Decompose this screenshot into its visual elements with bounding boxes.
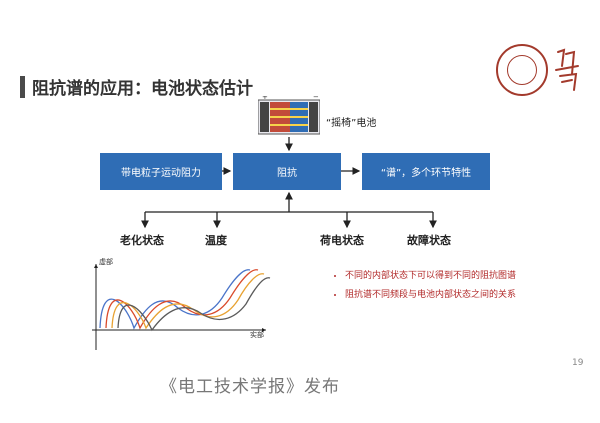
svg-text:−: − (313, 96, 319, 101)
plot-curve-gray (117, 277, 271, 332)
university-seal-logo (496, 44, 548, 96)
spectrum-box: “谱”，多个环节特性 (362, 153, 490, 190)
carrier-resistance-box: 带电粒子运动阻力 (100, 153, 222, 190)
source-caption: 《电工技术学报》发布 (160, 377, 340, 397)
title-accent-bar (20, 76, 25, 98)
battery-icon: + − (258, 96, 320, 135)
state-aging: 老化状态 (120, 234, 164, 247)
plot-ylabel: 虚部 (99, 258, 113, 266)
page-number: 19 (572, 358, 584, 368)
svg-text:+: + (262, 96, 268, 101)
plot-xlabel: 实部 (250, 331, 264, 339)
note-item: 阻抗谱不同频段与电池内部状态之间的关系 (345, 289, 548, 302)
note-item: 不同的内部状态下可以得到不同的阻抗图谱 (345, 270, 548, 283)
state-charge: 荷电状态 (320, 234, 364, 247)
impedance-box: 阻抗 (233, 153, 341, 190)
slide-title: 阻抗谱的应用：电池状态估计 (32, 79, 253, 99)
state-fault: 故障状态 (407, 234, 451, 247)
notes-list: 不同的内部状态下可以得到不同的阻抗图谱 阻抗谱不同频段与电池内部状态之间的关系 (333, 270, 548, 308)
battery-label: “摇椅”电池 (326, 118, 377, 129)
plot-curve-blue (99, 269, 251, 330)
calligraphy-logo (555, 48, 579, 91)
impedance-plot (92, 264, 271, 350)
state-temperature: 温度 (205, 234, 227, 247)
